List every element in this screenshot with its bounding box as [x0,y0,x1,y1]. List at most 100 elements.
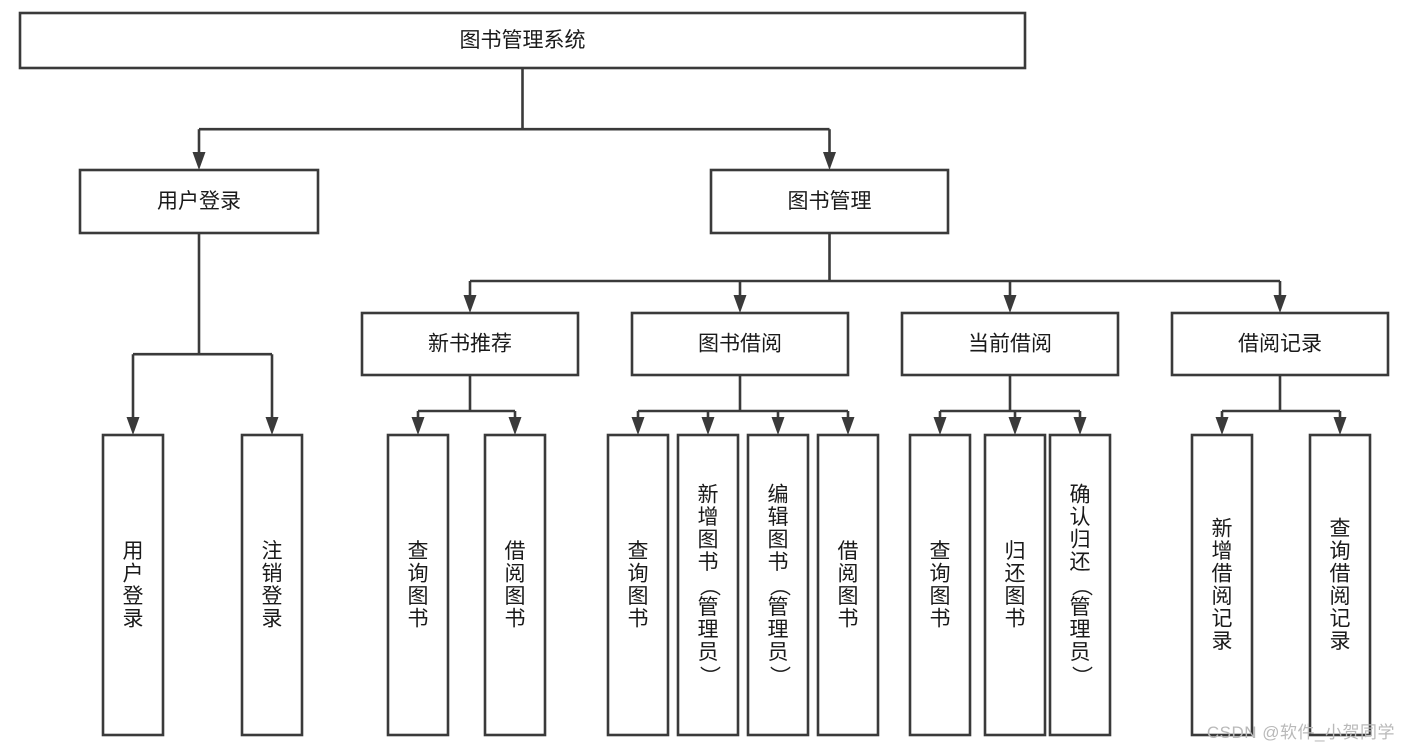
node-label-leaf-borrow-add-ch8: ） [697,666,720,687]
node-label-leaf-borrow-edit-ch3: 书 [768,551,789,574]
node-label-leaf-borrow-add-ch7: 员 [698,641,719,664]
node-box-leaf-borrow-query [606,433,670,737]
node-box-login [78,168,320,235]
node-box-root [18,11,1027,70]
node-label-leaf-borrow-query-ch1: 询 [628,562,649,585]
node-label-newbook: 新书推荐 [428,333,512,356]
node-label-leaf-borrow-lend-ch1: 阅 [838,562,859,585]
node-label-root: 图书管理系统 [460,29,586,52]
node-label-leaf-records-add-ch0: 新 [1212,517,1233,540]
node-box-leaf-newbook-borrow [483,433,547,737]
node-label-leaf-borrow-add-ch1: 增 [698,506,719,529]
node-label-leaf-current-confirm-ch4: （ [1069,576,1092,597]
node-label-leaf-current-confirm-ch8: ） [1069,666,1092,687]
node-box-leaf-records-add [1190,433,1254,737]
edge-group-borrow [631,375,855,435]
node-label-leaf-current-return-ch2: 图 [1005,585,1026,608]
node-label-leaf-current-confirm-ch2: 归 [1070,529,1091,552]
node-label-leaf-borrow-add-ch4: （ [697,576,720,597]
node-label-leaf-borrow-add-ch6: 理 [698,619,719,642]
node-label-leaf-borrow-edit-ch0: 编 [768,484,789,507]
watermark-label: CSDN @软件_小贺同学 [1206,723,1395,742]
node-label-leaf-records-add-ch1: 增 [1212,540,1233,563]
node-label-leaf-borrow-query-ch2: 图 [628,585,649,608]
node-label-leaf-borrow-edit-ch1: 辑 [768,506,789,529]
node-label-leaf-user-logout-ch3: 录 [262,607,283,630]
node-label-leaf-records-query-ch4: 记 [1330,607,1351,630]
node-label-leaf-borrow-add-ch5: 管 [698,596,719,619]
node-label-leaf-borrow-lend-ch0: 借 [838,540,859,563]
node-label-leaf-current-return-ch0: 归 [1005,540,1026,563]
edge-group-newbook [411,375,522,435]
node-label-leaf-newbook-query-ch3: 书 [408,607,429,630]
node-records[interactable]: 借阅记录 [1170,311,1390,377]
node-box-leaf-current-confirm [1048,433,1112,737]
node-current[interactable]: 当前借阅 [900,311,1120,377]
node-label-leaf-user-login-ch2: 登 [123,585,144,608]
node-root[interactable]: 图书管理系统 [18,11,1027,70]
node-label-leaf-current-return-ch1: 还 [1005,562,1026,585]
node-box-borrow [630,311,850,377]
node-label-leaf-records-query-ch1: 询 [1330,540,1351,563]
node-newbook[interactable]: 新书推荐 [360,311,580,377]
node-label-leaf-user-logout-ch0: 注 [262,540,283,563]
node-label-leaf-records-query-ch5: 录 [1330,630,1351,653]
node-leaf-user-login[interactable]: 用户登录 [101,433,165,737]
node-label-leaf-newbook-borrow-ch3: 书 [505,607,526,630]
node-label-leaf-current-confirm-ch7: 员 [1070,641,1091,664]
node-label-leaf-borrow-query-ch3: 书 [628,607,649,630]
edge-group-bookmgmt [463,233,1287,313]
node-box-leaf-records-query [1308,433,1372,737]
node-label-leaf-newbook-query-ch1: 询 [408,562,429,585]
node-box-leaf-user-login [101,433,165,737]
node-label-leaf-records-query-ch0: 查 [1330,517,1351,540]
node-label-borrow: 图书借阅 [698,333,782,356]
node-label-leaf-newbook-borrow-ch1: 阅 [505,562,526,585]
node-label-leaf-user-login-ch1: 户 [123,562,144,585]
node-label-leaf-records-add-ch5: 录 [1212,630,1233,653]
edge-group-root [192,68,836,170]
node-label-leaf-user-logout-ch1: 销 [262,562,283,585]
node-label-leaf-current-query-ch0: 查 [930,540,951,563]
node-label-leaf-records-add-ch3: 阅 [1212,585,1233,608]
node-label-leaf-current-return-ch3: 书 [1005,607,1026,630]
node-box-leaf-current-return [983,433,1047,737]
edge-group-current [933,375,1087,435]
node-label-leaf-borrow-lend-ch3: 书 [838,607,859,630]
node-label-leaf-records-add-ch4: 记 [1212,607,1233,630]
node-label-current: 当前借阅 [968,333,1052,356]
node-label-leaf-newbook-borrow-ch2: 图 [505,585,526,608]
node-label-leaf-borrow-edit-ch5: 管 [768,596,789,619]
node-borrow[interactable]: 图书借阅 [630,311,850,377]
node-label-bookmgmt: 图书管理 [788,190,872,213]
node-label-leaf-borrow-query-ch0: 查 [628,540,649,563]
node-label-leaf-newbook-query-ch2: 图 [408,585,429,608]
node-label-leaf-current-confirm-ch5: 管 [1070,596,1091,619]
node-label-login: 用户登录 [157,190,241,213]
node-login[interactable]: 用户登录 [78,168,320,235]
node-box-current [900,311,1120,377]
node-label-leaf-records-query-ch3: 阅 [1330,585,1351,608]
node-label-leaf-borrow-edit-ch7: 员 [768,641,789,664]
node-bookmgmt[interactable]: 图书管理 [709,168,950,235]
node-box-leaf-newbook-query [386,433,450,737]
node-box-newbook [360,311,580,377]
node-box-leaf-current-query [908,433,972,737]
node-label-leaf-borrow-lend-ch2: 图 [838,585,859,608]
edges-layer [126,68,1347,435]
node-label-leaf-user-logout-ch2: 登 [262,585,283,608]
node-label-leaf-newbook-query-ch0: 查 [408,540,429,563]
